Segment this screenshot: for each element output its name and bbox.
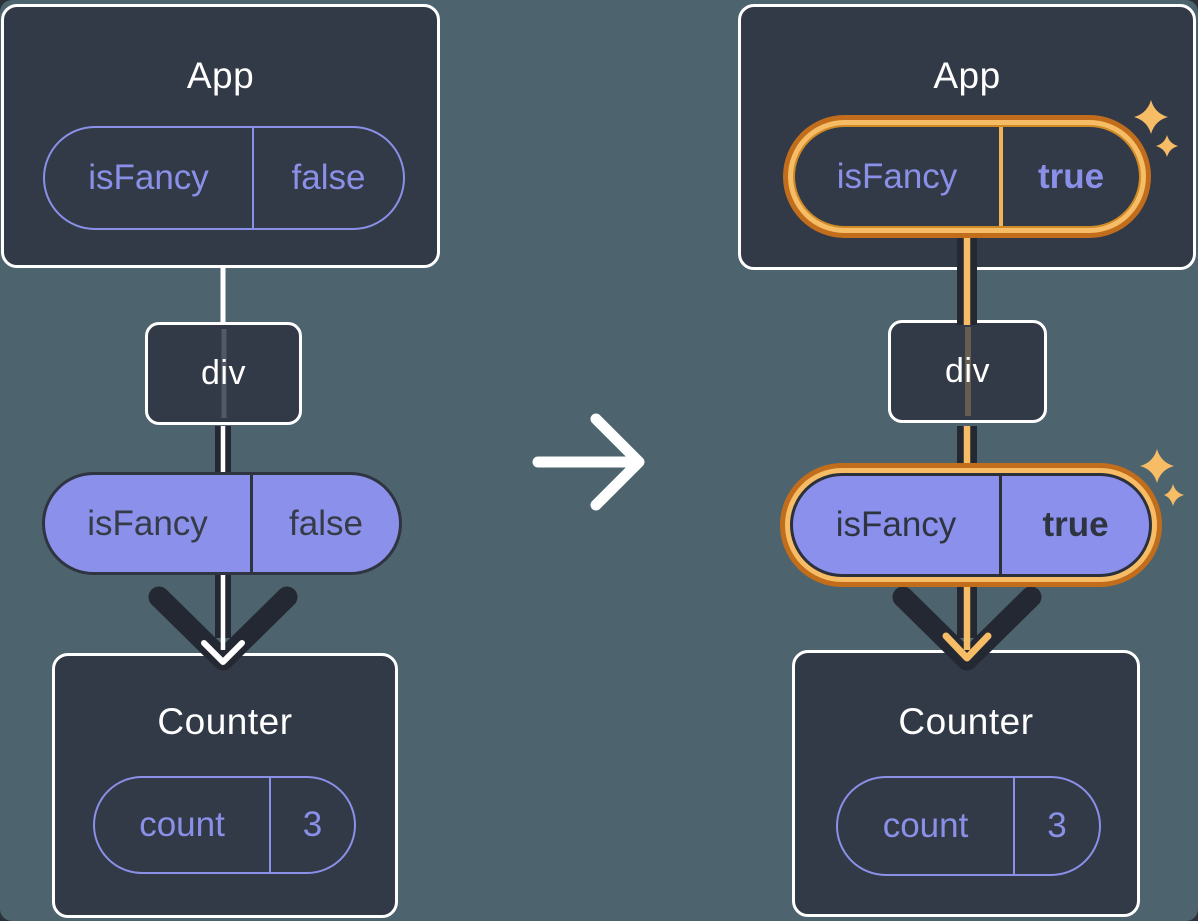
component-title: App xyxy=(933,55,1001,96)
prop-name: isFancy xyxy=(836,156,958,196)
prop-pill-app-right: isFancy true xyxy=(793,125,1141,228)
passed-prop-pill-left: isFancy false xyxy=(42,472,402,575)
counter-component-card-right: Counter count 3 xyxy=(792,650,1140,917)
right-arrow-icon xyxy=(532,413,645,511)
down-arrow-icon xyxy=(892,238,1042,671)
highlight-ring: isFancy true xyxy=(780,463,1162,587)
div-element-card-right: div xyxy=(888,320,1047,423)
state-value: 3 xyxy=(269,778,354,872)
state-pill-counter-left: count 3 xyxy=(93,776,356,874)
highlight-ring: isFancy true xyxy=(783,115,1151,238)
div-label: div xyxy=(201,354,246,392)
prop-pill-app-left: isFancy false xyxy=(43,126,405,230)
state-name: count xyxy=(882,806,969,845)
counter-component-card-left: Counter count 3 xyxy=(52,653,398,918)
prop-name: isFancy xyxy=(87,503,208,543)
prop-value: false xyxy=(252,128,403,228)
div-element-card-left: div xyxy=(145,322,302,425)
prop-name: isFancy xyxy=(835,505,957,544)
state-name: count xyxy=(139,805,225,844)
prop-flow-ghost-line xyxy=(964,327,971,416)
state-value: 3 xyxy=(1013,778,1099,874)
prop-name: isFancy xyxy=(88,158,209,197)
prop-value: false xyxy=(250,475,399,572)
component-title: App xyxy=(186,55,255,96)
prop-value: true xyxy=(999,476,1149,574)
div-label: div xyxy=(945,352,990,390)
component-title: Counter xyxy=(157,701,293,742)
app-component-card-left: App isFancy false xyxy=(1,4,440,268)
prop-flow-ghost-line xyxy=(221,329,226,418)
prop-value: true xyxy=(999,127,1139,226)
passed-prop-pill-right: isFancy true xyxy=(790,473,1152,577)
state-pill-counter-right: count 3 xyxy=(836,776,1101,876)
component-title: Counter xyxy=(898,701,1034,742)
